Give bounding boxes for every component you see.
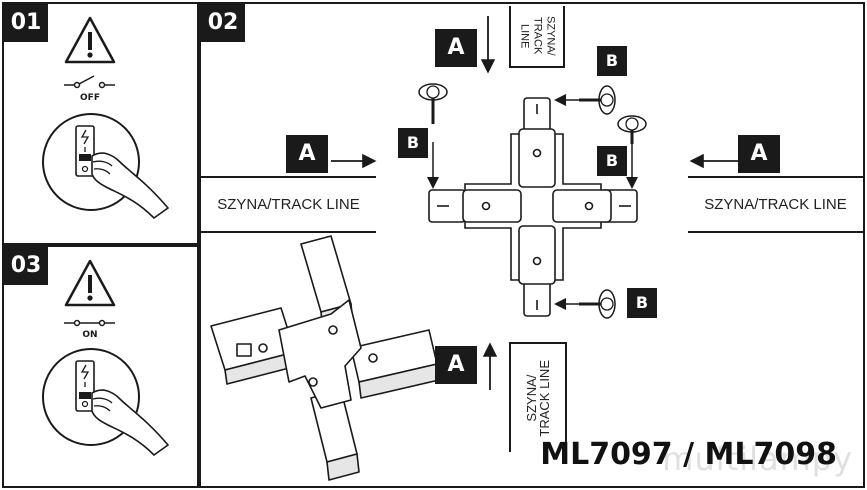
track-label-part: LINE [518,23,531,49]
track-line-left: SZYNA/TRACK LINE [201,176,376,233]
step-02-panel: 02 SZYNA/TRACK LINE SZYNA/TRACK LINE SZY… [199,2,865,488]
screw-icon [418,83,448,124]
callout-a: A [286,135,328,173]
switch-off-label: OFF [80,93,100,103]
step-01-panel: 01 OFF [2,2,199,245]
switch-on-label: ON [82,330,98,340]
step-number: 02 [201,4,245,42]
watermark: multilampy [662,440,853,478]
callout-a: A [435,29,477,67]
screw-icon [617,115,647,144]
step-number: 03 [4,247,48,285]
callout-a: A [738,135,780,173]
callout-b: B [597,146,627,176]
screw-icon [579,289,616,319]
callout-a: A [435,346,477,384]
track-label: SZYNA/TRACK LINE [704,196,847,213]
track-label-part: TRACK [531,17,544,55]
track-line-right: SZYNA/TRACK LINE [688,176,863,233]
warning-icon [42,16,170,220]
x-connector-top-view [428,97,638,317]
callout-b: B [627,288,657,318]
screw-icon [579,85,616,115]
model-number: ML7097 / ML7098 [540,437,837,472]
track-line-bottom: SZYNA/ TRACK LINE [509,342,567,452]
warning-icon [42,259,170,457]
x-connector-isometric-view [210,235,440,481]
track-line-top: SZYNA/ TRACK LINE [509,6,565,68]
track-label: SZYNA/TRACK LINE [217,196,360,213]
callout-b: B [597,46,627,76]
step-number: 01 [4,4,48,42]
step-03-panel: 03 ON [2,245,199,488]
connector-diagram [210,16,739,481]
callout-b: B [398,128,428,158]
track-label-part: SZYNA/ [544,16,557,56]
